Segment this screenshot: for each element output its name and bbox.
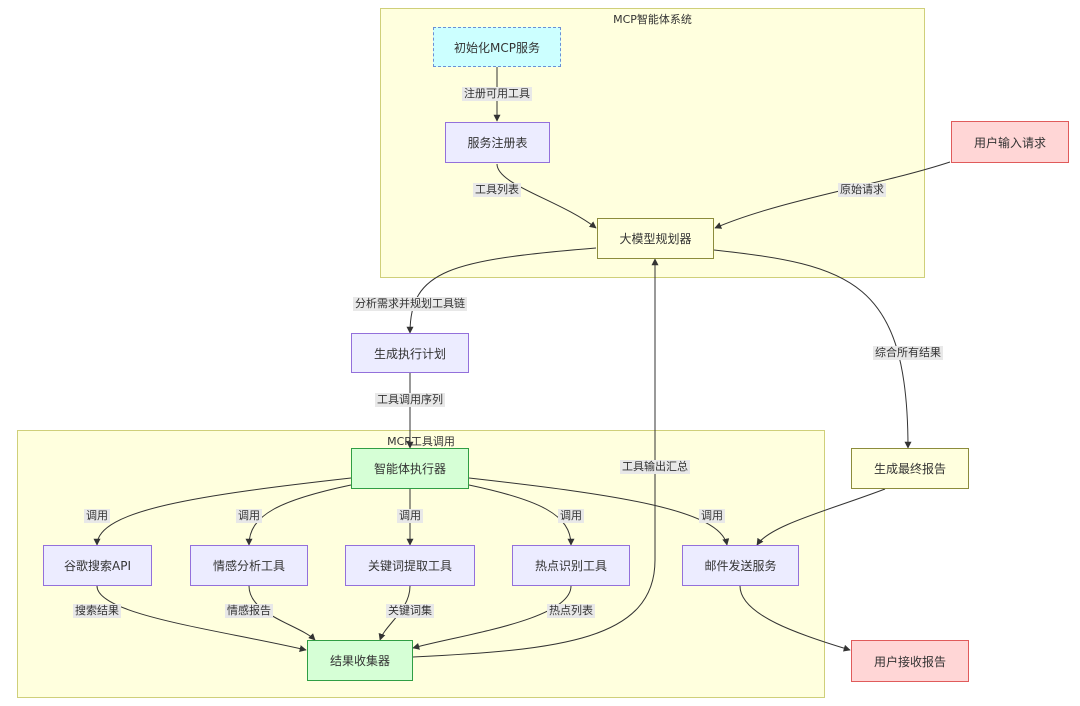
- label-tool-output-summary: 工具输出汇总: [620, 460, 690, 474]
- edge-email-userreceive: [739, 585, 851, 652]
- label-tool-list: 工具列表: [473, 183, 521, 197]
- edge-planner-final: [713, 249, 912, 449]
- label-sentiment-report: 情感报告: [225, 604, 273, 618]
- node-keyword-tool[interactable]: 关键词提取工具: [345, 545, 475, 586]
- edge-hotspot-collector: [412, 585, 572, 650]
- node-generate-plan[interactable]: 生成执行计划: [351, 333, 469, 373]
- label-call: 调用: [699, 509, 725, 523]
- edge-final-email: [756, 488, 886, 546]
- node-user-input-request[interactable]: 用户输入请求: [951, 121, 1069, 163]
- node-llm-planner[interactable]: 大模型规划器: [597, 218, 714, 259]
- cluster-title: MCP工具调用: [387, 435, 455, 448]
- label-raw-request: 原始请求: [838, 183, 886, 197]
- label-call: 调用: [558, 509, 584, 523]
- label-call: 调用: [84, 509, 110, 523]
- label-tool-call-sequence: 工具调用序列: [375, 393, 445, 407]
- edge-collector-planner: [412, 258, 659, 658]
- node-init-mcp-service[interactable]: 初始化MCP服务: [433, 27, 561, 67]
- node-email-service[interactable]: 邮件发送服务: [682, 545, 799, 586]
- edge-planner-plan: [406, 247, 597, 334]
- edge-executor-google: [93, 477, 352, 546]
- edge-executor-hotspot: [468, 484, 575, 546]
- label-call: 调用: [397, 509, 423, 523]
- label-combine-results: 综合所有结果: [873, 346, 943, 360]
- label-analyze-plan-chain: 分析需求并规划工具链: [353, 297, 467, 311]
- label-call: 调用: [236, 509, 262, 523]
- node-service-registry[interactable]: 服务注册表: [445, 122, 550, 163]
- node-final-report[interactable]: 生成最终报告: [851, 448, 969, 489]
- node-hotspot-tool[interactable]: 热点识别工具: [512, 545, 630, 586]
- node-sentiment-tool[interactable]: 情感分析工具: [190, 545, 308, 586]
- node-agent-executor[interactable]: 智能体执行器: [351, 448, 469, 489]
- label-keyword-set: 关键词集: [386, 604, 434, 618]
- label-search-result: 搜索结果: [73, 604, 121, 618]
- node-user-receive-report[interactable]: 用户接收报告: [851, 640, 969, 682]
- node-google-search-api[interactable]: 谷歌搜索API: [43, 545, 152, 586]
- edge-executor-email: [468, 477, 730, 546]
- node-result-collector[interactable]: 结果收集器: [307, 640, 413, 681]
- edge-sentiment-collector: [248, 585, 316, 641]
- edge-user-planner: [714, 161, 951, 229]
- label-hotspot-list: 热点列表: [547, 604, 595, 618]
- edge-google-collector: [96, 585, 307, 652]
- edge-executor-sentiment: [245, 484, 352, 546]
- cluster-title: MCP智能体系统: [613, 13, 692, 26]
- label-register-tools: 注册可用工具: [462, 87, 532, 101]
- edge-registry-planner: [496, 163, 597, 229]
